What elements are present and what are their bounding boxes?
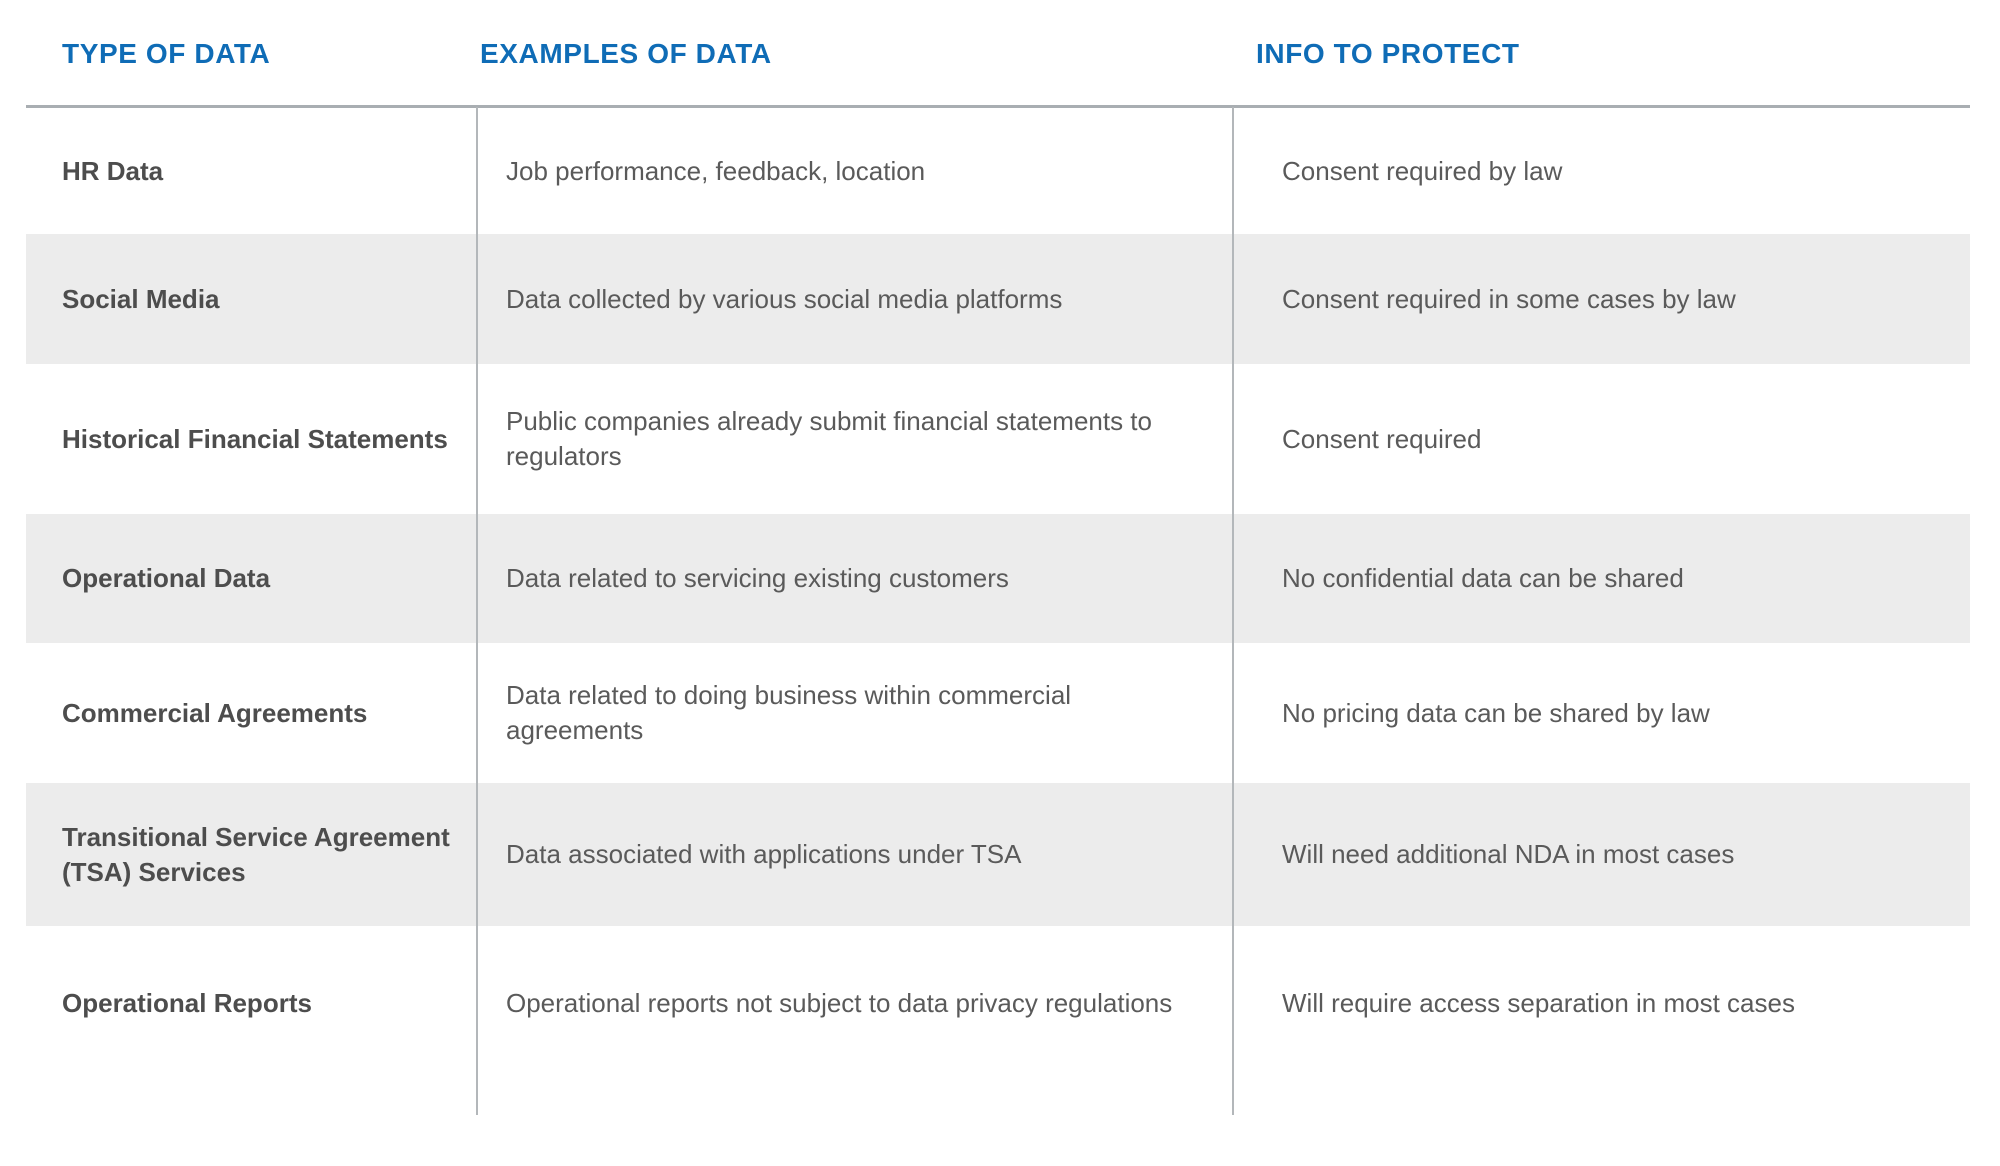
table-row: Commercial Agreements Data related to doi… [26,643,1970,783]
cell-info-to-protect: Will need additional NDA in most cases [1282,839,1735,870]
table-row: Historical Financial Statements Public co… [26,364,1970,514]
column-header-examples-of-data: EXAMPLES OF DATA [480,37,772,69]
cell-type-of-data: Commercial Agreements [62,697,368,728]
table-row: Operational Reports Operational reports n… [26,926,1970,1081]
cell-type-of-data: HR Data [62,155,164,186]
cell-info-to-protect: No confidential data can be shared [1282,563,1684,594]
cell-type-of-data: Operational Data [62,563,271,594]
cell-type-of-data: Operational Reports [62,988,312,1019]
cell-examples-of-data: Data related to doing business within co… [506,680,1072,745]
table-row: HR Data Job performance, feedback, locati… [26,108,1970,234]
column-header-info-to-protect: INFO TO PROTECT [1256,37,1520,69]
cell-type-of-data: Historical Financial Statements [62,423,448,454]
cell-info-to-protect: Consent required [1282,423,1482,454]
cell-examples-of-data: Data associated with applications under … [506,839,1022,870]
cell-type-of-data: Transitional Service Agreement (TSA) Ser… [62,821,450,887]
cell-info-to-protect: No pricing data can be shared by law [1282,697,1710,728]
table-body: HR Data Job performance, feedback, locati… [0,108,2000,1081]
cell-examples-of-data: Data related to servicing existing custo… [506,563,1009,594]
cell-info-to-protect: Will require access separation in most c… [1282,988,1795,1019]
table-header-row: TYPE OF DATA EXAMPLES OF DATA INFO TO PR… [0,0,2000,107]
header-divider-rule [26,105,1970,108]
cell-type-of-data: Social Media [62,283,220,314]
cell-examples-of-data: Job performance, feedback, location [506,155,926,186]
table-row: Transitional Service Agreement (TSA) Ser… [26,783,1970,926]
cell-info-to-protect: Consent required in some cases by law [1282,283,1736,314]
cell-info-to-protect: Consent required by law [1282,155,1563,186]
cell-examples-of-data: Data collected by various social media p… [506,283,1063,314]
table-row: Social Media Data collected by various so… [26,234,1970,364]
column-divider-2 [1232,107,1234,1115]
column-divider-1 [476,107,478,1115]
cell-examples-of-data: Public companies already submit financia… [506,406,1152,471]
table-row: Operational Data Data related to servicin… [26,514,1970,643]
cell-examples-of-data: Operational reports not subject to data … [506,988,1173,1019]
column-header-type-of-data: TYPE OF DATA [62,37,271,69]
